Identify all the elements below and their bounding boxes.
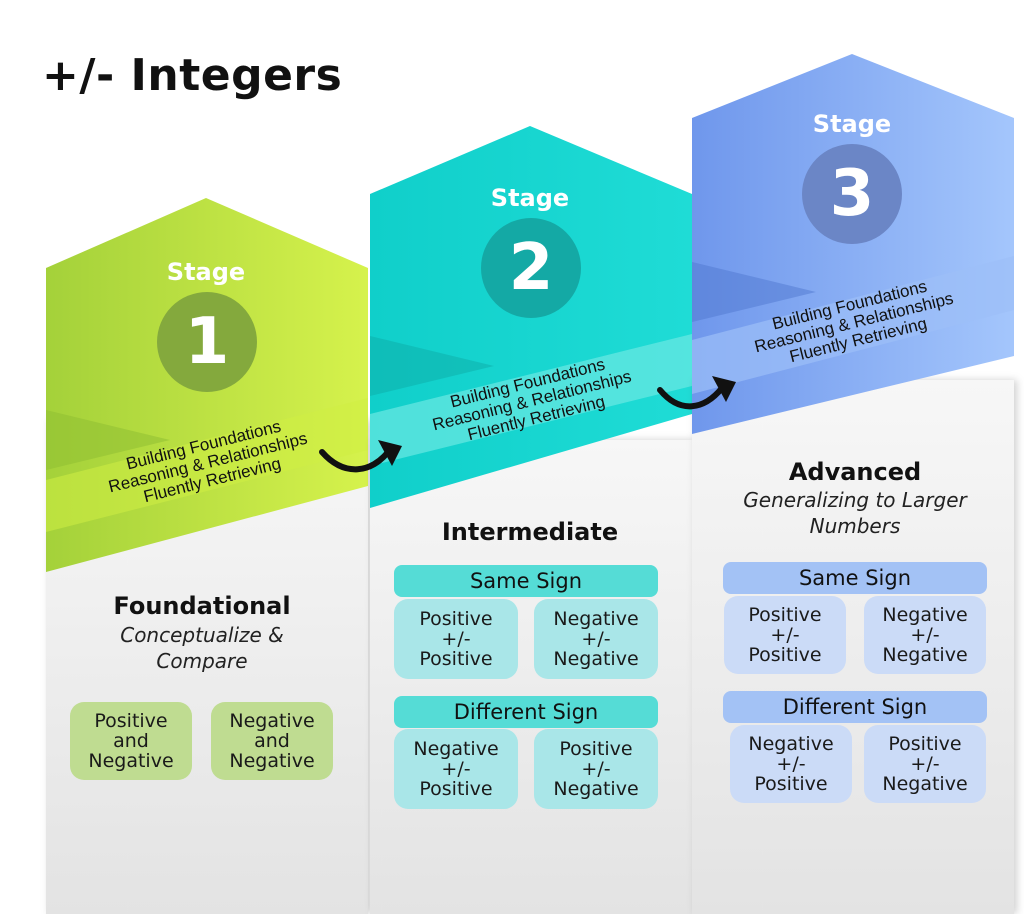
stage-2-box-neg-pos: Negative+/-Positive bbox=[394, 729, 518, 809]
box-line: and bbox=[254, 730, 290, 752]
stage-1-fold bbox=[46, 410, 170, 470]
box-line: Negative bbox=[88, 750, 174, 772]
stage-2-box-pos-pos: Positive+/-Positive bbox=[394, 599, 518, 679]
stage-3-fold bbox=[692, 262, 816, 322]
box-line: Negative bbox=[748, 733, 834, 755]
stage-3-box-pos-pos: Positive+/-Positive bbox=[724, 596, 846, 674]
stage-3-number: 3 bbox=[802, 144, 902, 244]
stage-3-box-pos-neg: Positive+/-Negative bbox=[864, 725, 986, 803]
stage-1-subtitle: Conceptualize & Compare bbox=[72, 622, 332, 674]
box-line: Negative bbox=[229, 750, 315, 772]
box-line: Positive bbox=[888, 733, 962, 755]
stage-3-box-neg-neg: Negative+/-Negative bbox=[864, 596, 986, 674]
box-line: Positive bbox=[754, 773, 828, 795]
box-line: Positive bbox=[419, 778, 493, 800]
stage-3-band bbox=[692, 256, 1014, 394]
arrow-1-to-2-head-icon bbox=[378, 440, 402, 466]
stage-2-fold bbox=[370, 336, 494, 396]
box-line: +/- bbox=[770, 624, 800, 646]
stage-2-different-sign-header: Different Sign bbox=[394, 696, 658, 728]
stage-2-number: 2 bbox=[481, 218, 581, 318]
subtitle-line: Compare bbox=[156, 649, 248, 673]
subtitle-line: Numbers bbox=[809, 514, 901, 538]
stage-2-box-neg-neg: Negative+/-Negative bbox=[534, 599, 658, 679]
subtitle-line: Generalizing to Larger bbox=[743, 488, 967, 512]
box-line: Negative bbox=[553, 608, 639, 630]
box-line: +/- bbox=[910, 624, 940, 646]
stage-2-level-title: Intermediate bbox=[441, 518, 619, 546]
stage-2-label: Stage bbox=[490, 184, 570, 212]
stage-2-box-pos-neg: Positive+/-Negative bbox=[534, 729, 658, 809]
box-line: Negative bbox=[229, 710, 315, 732]
box-line: +/- bbox=[581, 758, 611, 780]
box-line: Negative bbox=[882, 644, 968, 666]
arrow-1-to-2-icon bbox=[319, 449, 391, 473]
stage-1-number: 1 bbox=[157, 292, 257, 392]
box-line: Positive bbox=[94, 710, 168, 732]
box-line: Negative bbox=[413, 738, 499, 760]
subtitle-line: Conceptualize & bbox=[120, 623, 284, 647]
box-line: Negative bbox=[553, 648, 639, 670]
box-line: Positive bbox=[748, 604, 822, 626]
stage-3-label: Stage bbox=[812, 110, 892, 138]
stage-3-level-title: Advanced bbox=[788, 458, 922, 486]
box-line: Positive bbox=[559, 738, 633, 760]
box-line: Positive bbox=[419, 608, 493, 630]
stage-1-label: Stage bbox=[166, 258, 246, 286]
box-line: Positive bbox=[419, 648, 493, 670]
box-line: +/- bbox=[581, 628, 611, 650]
box-line: +/- bbox=[441, 758, 471, 780]
arrow-2-to-3-icon bbox=[657, 385, 725, 410]
box-line: Negative bbox=[882, 773, 968, 795]
page-title: +/- Integers bbox=[42, 50, 343, 101]
stage-2-same-sign-header: Same Sign bbox=[394, 565, 658, 597]
box-line: +/- bbox=[910, 753, 940, 775]
box-line: +/- bbox=[776, 753, 806, 775]
stage-2-band bbox=[370, 334, 692, 466]
box-line: Negative bbox=[882, 604, 968, 626]
box-line: +/- bbox=[441, 628, 471, 650]
stage-3-subtitle: Generalizing to Larger Numbers bbox=[720, 487, 990, 539]
stage-1-level-title: Foundational bbox=[113, 592, 291, 620]
box-line: Positive bbox=[748, 644, 822, 666]
stage-1-band bbox=[46, 398, 368, 532]
stage-3-box-neg-pos: Negative+/-Positive bbox=[730, 725, 852, 803]
arrow-2-to-3-head-icon bbox=[712, 376, 736, 402]
stage-3-different-sign-header: Different Sign bbox=[723, 691, 987, 723]
stage-3-same-sign-header: Same Sign bbox=[723, 562, 987, 594]
box-line: and bbox=[113, 730, 149, 752]
box-line: Negative bbox=[553, 778, 639, 800]
